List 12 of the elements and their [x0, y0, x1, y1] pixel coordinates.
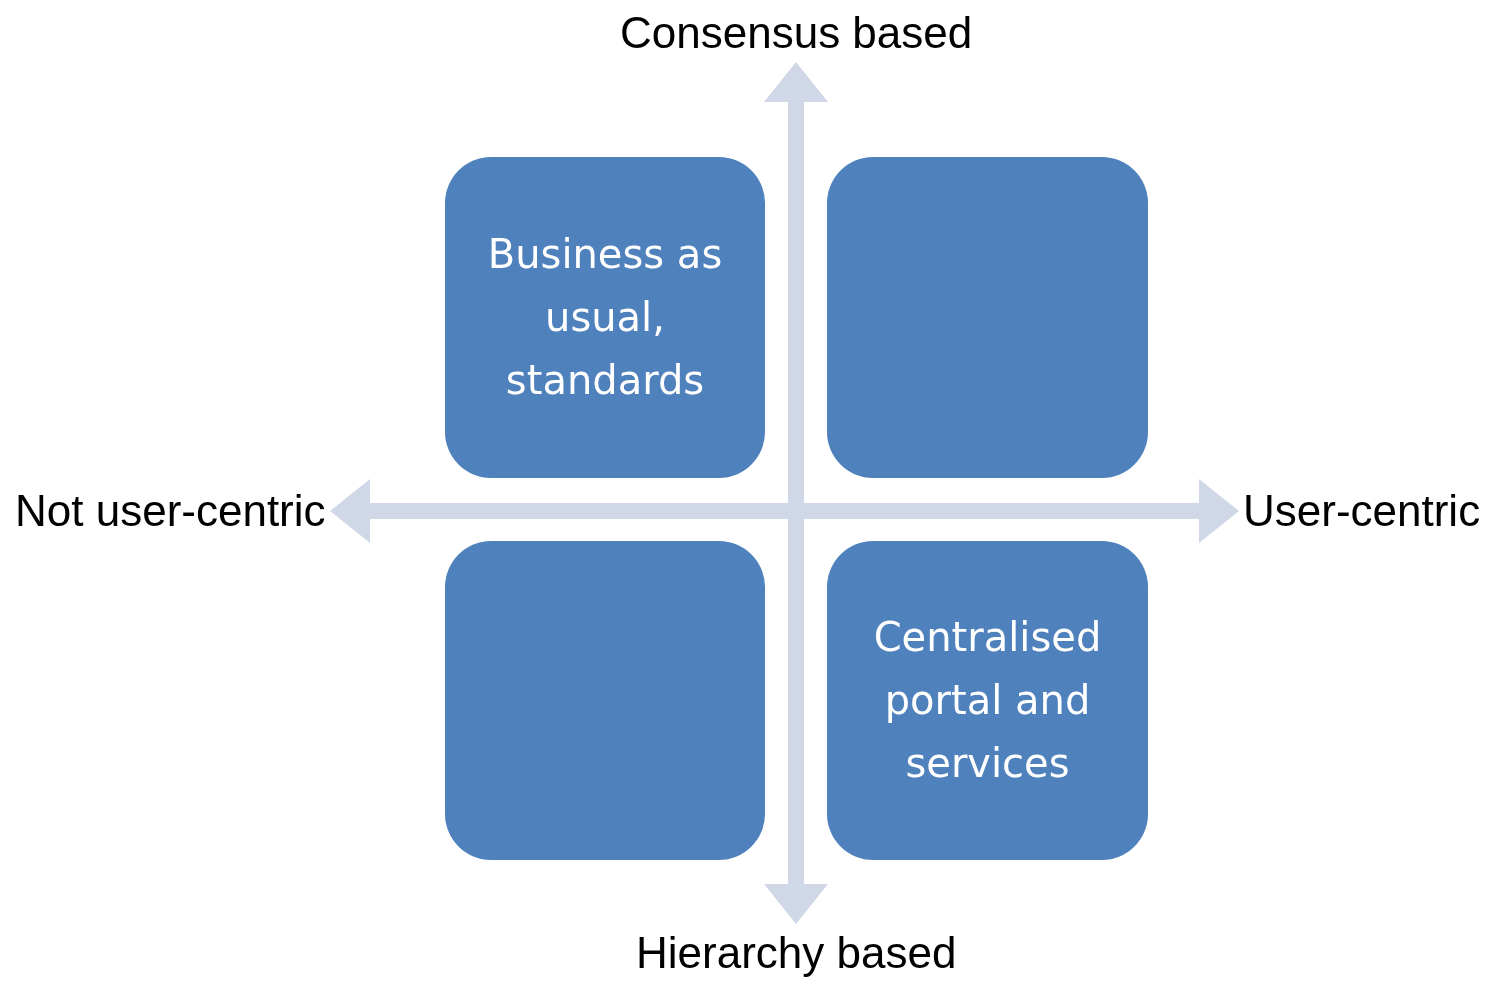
quadrant-box	[827, 541, 1148, 860]
quadrant-label: Centralised portal and services	[872, 613, 1103, 788]
block-arrow	[330, 479, 1239, 543]
block-arrow	[764, 62, 828, 924]
quadrant-box	[445, 157, 765, 478]
axis-label: User-centric	[1243, 486, 1481, 536]
rounded-box	[827, 157, 1148, 478]
axis-label: Not user-centric	[15, 486, 326, 536]
axis-label: Consensus based	[620, 8, 973, 58]
axis-label: Hierarchy based	[636, 928, 957, 978]
quadrant-label: Business as usual, standards	[486, 230, 724, 405]
rounded-box	[445, 541, 765, 860]
